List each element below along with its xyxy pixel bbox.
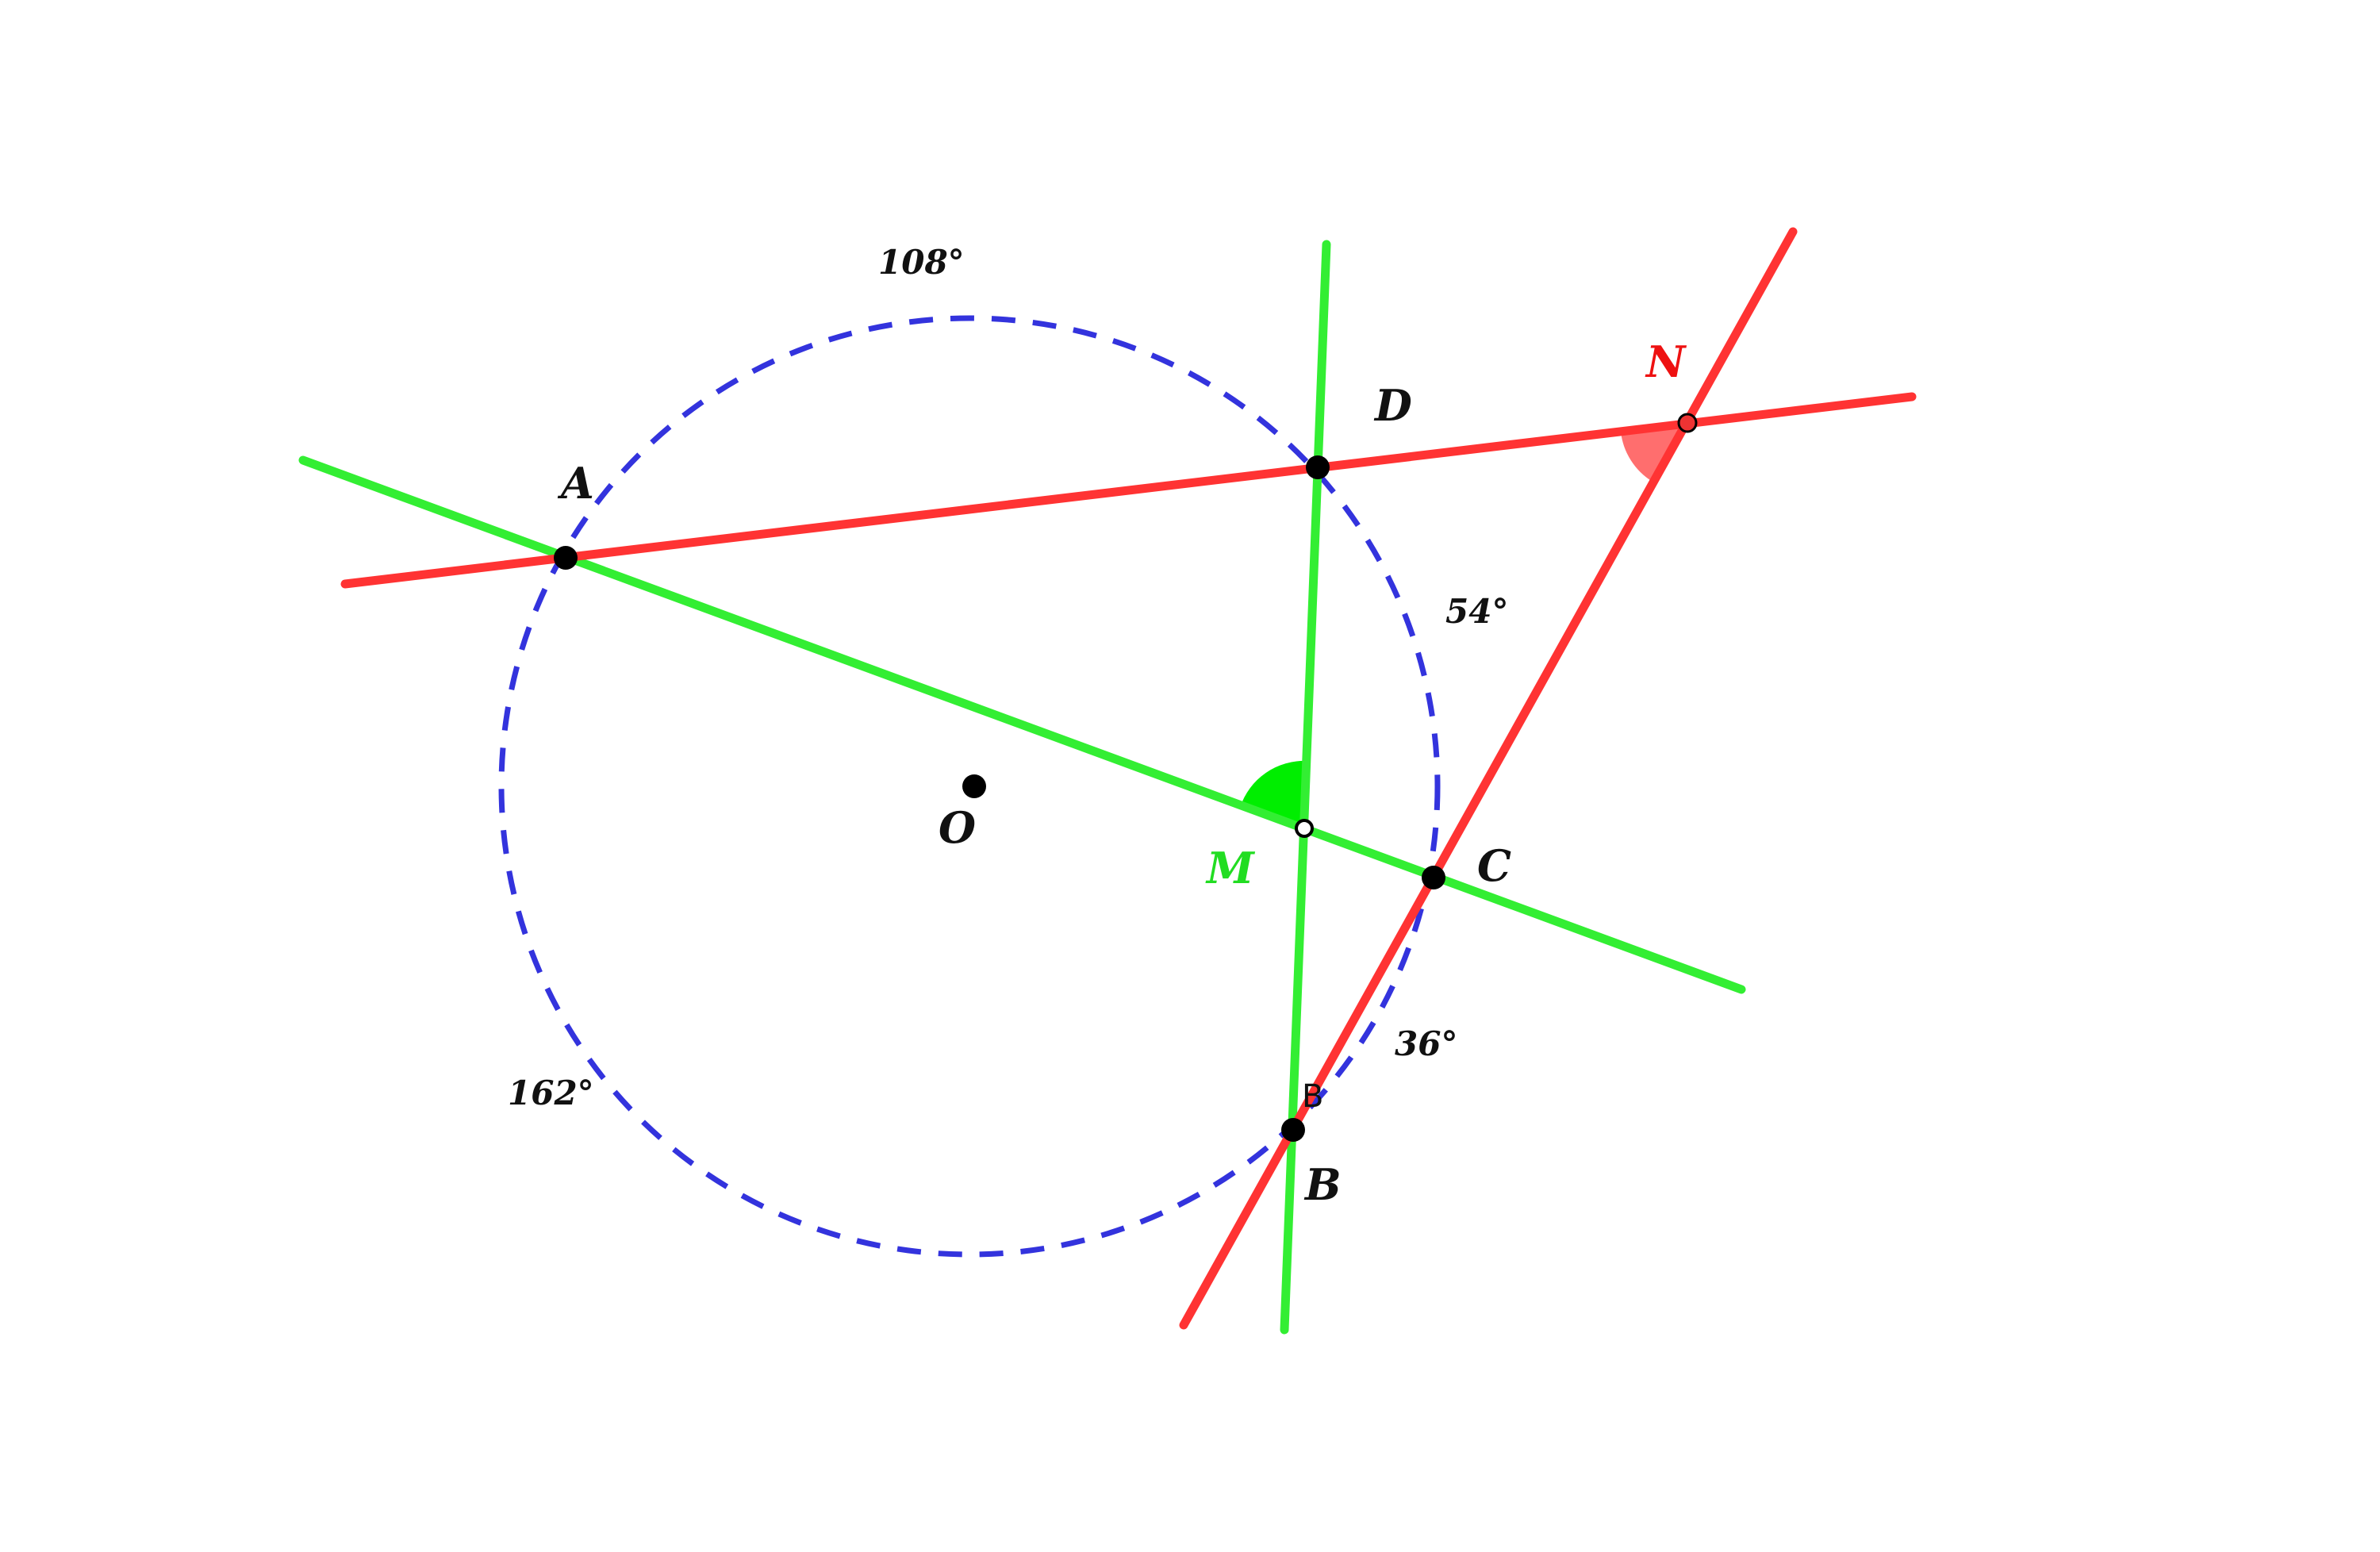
line-db	[1280, 240, 1331, 1335]
label-a: A	[557, 458, 594, 509]
line-an	[340, 392, 1917, 589]
label-m: M	[1205, 843, 1256, 893]
arc-label-ba: 162°	[508, 1074, 594, 1112]
point-c	[1422, 866, 1445, 889]
arc-label-ad: 108°	[878, 243, 965, 282]
arc-label-cb: 36°	[1395, 1024, 1457, 1063]
point-b	[1281, 1118, 1305, 1142]
point-m	[1295, 819, 1314, 838]
point-o	[962, 774, 986, 798]
label-b-small: B	[1302, 1078, 1323, 1115]
label-d: D	[1373, 380, 1412, 431]
label-o: O	[939, 802, 976, 853]
point-n	[1677, 413, 1698, 433]
angle-n-marker	[1621, 423, 1687, 482]
label-n: N	[1645, 336, 1687, 387]
point-a	[554, 546, 578, 570]
circle-o	[498, 315, 1441, 1258]
arc-label-dc: 54°	[1445, 592, 1508, 631]
label-c: C	[1477, 840, 1511, 891]
line-ac	[298, 455, 1746, 994]
point-d	[1306, 455, 1330, 479]
label-b: B	[1303, 1159, 1342, 1210]
